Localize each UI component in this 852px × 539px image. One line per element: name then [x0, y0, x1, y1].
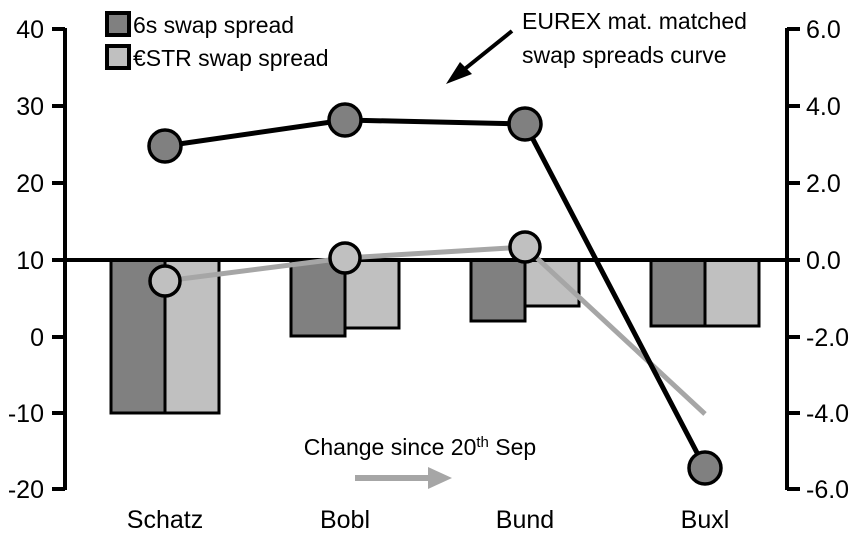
right-tick-label-neg6: -6.0: [806, 476, 849, 504]
category-axis-labels: Schatz Bobl Bund Buxl: [127, 506, 730, 534]
eurex-note-line1: EUREX mat. matched: [522, 8, 747, 34]
legend-item-estr: €STR swap spread: [105, 44, 329, 71]
right-axis: 6.0 4.0 2.0 0.0 -2.0 -4.0 -6.0: [785, 16, 849, 504]
right-tick-label-0: 0.0: [806, 247, 841, 275]
left-tick-label-30: 30: [16, 93, 44, 121]
legend-item-6s: 6s swap spread: [105, 11, 294, 38]
category-label-buxl: Buxl: [681, 506, 730, 534]
eurex-note-line2: swap spreads curve: [522, 42, 727, 68]
change-note-text: Change since 20th Sep: [304, 434, 536, 460]
left-tick-label-20: 20: [16, 170, 44, 198]
bar-buxl-6s: [649, 258, 707, 328]
category-label-schatz: Schatz: [127, 506, 203, 534]
change-since-annotation: Change since 20th Sep: [304, 434, 536, 489]
gray-marker-schatz: [148, 264, 182, 298]
black-marker-buxl: [687, 450, 723, 486]
legend: 6s swap spread €STR swap spread: [105, 11, 329, 71]
legend-label-estr: €STR swap spread: [133, 45, 329, 71]
gray-marker-bobl: [328, 241, 362, 275]
change-note-arrow-icon: [355, 467, 452, 489]
black-marker-bund: [507, 106, 543, 142]
black-marker-schatz: [147, 128, 183, 164]
left-tick-label-10: 10: [16, 247, 44, 275]
left-axis: 40 30 20 10 0 -10 -20: [8, 16, 67, 504]
change-note-main: Change since 20: [304, 434, 477, 460]
right-tick-label-4: 4.0: [806, 93, 841, 121]
left-tick-label-0: 0: [30, 324, 44, 352]
right-tick-label-2: 2.0: [806, 170, 841, 198]
left-tick-label-neg10: -10: [8, 400, 44, 428]
category-label-bobl: Bobl: [320, 506, 370, 534]
legend-label-6s: 6s swap spread: [133, 12, 294, 38]
left-tick-label-neg20: -20: [8, 476, 44, 504]
eurex-curve-annotation: EUREX mat. matched swap spreads curve: [446, 8, 747, 84]
gray-series-line: [148, 230, 707, 416]
eurex-note-arrow-icon: [446, 29, 514, 84]
right-tick-label-neg2: -2.0: [806, 324, 849, 352]
change-note-superscript: th: [476, 434, 489, 451]
bar-bund-6s: [469, 258, 527, 323]
bar-buxl-estr: [703, 258, 761, 328]
category-label-bund: Bund: [496, 506, 554, 534]
black-line-path: [164, 117, 708, 470]
legend-swatch-6s: [105, 11, 131, 37]
right-tick-label-neg4: -4.0: [806, 400, 849, 428]
right-tick-label-6: 6.0: [806, 16, 841, 44]
black-series-line: [147, 102, 723, 486]
black-marker-bobl: [327, 102, 363, 138]
left-tick-label-40: 40: [16, 16, 44, 44]
change-note-tail: Sep: [489, 434, 536, 460]
bar-bund-estr: [523, 258, 581, 308]
gray-marker-bund: [508, 230, 542, 264]
legend-swatch-estr: [105, 44, 131, 70]
gray-line-path: [164, 244, 707, 416]
